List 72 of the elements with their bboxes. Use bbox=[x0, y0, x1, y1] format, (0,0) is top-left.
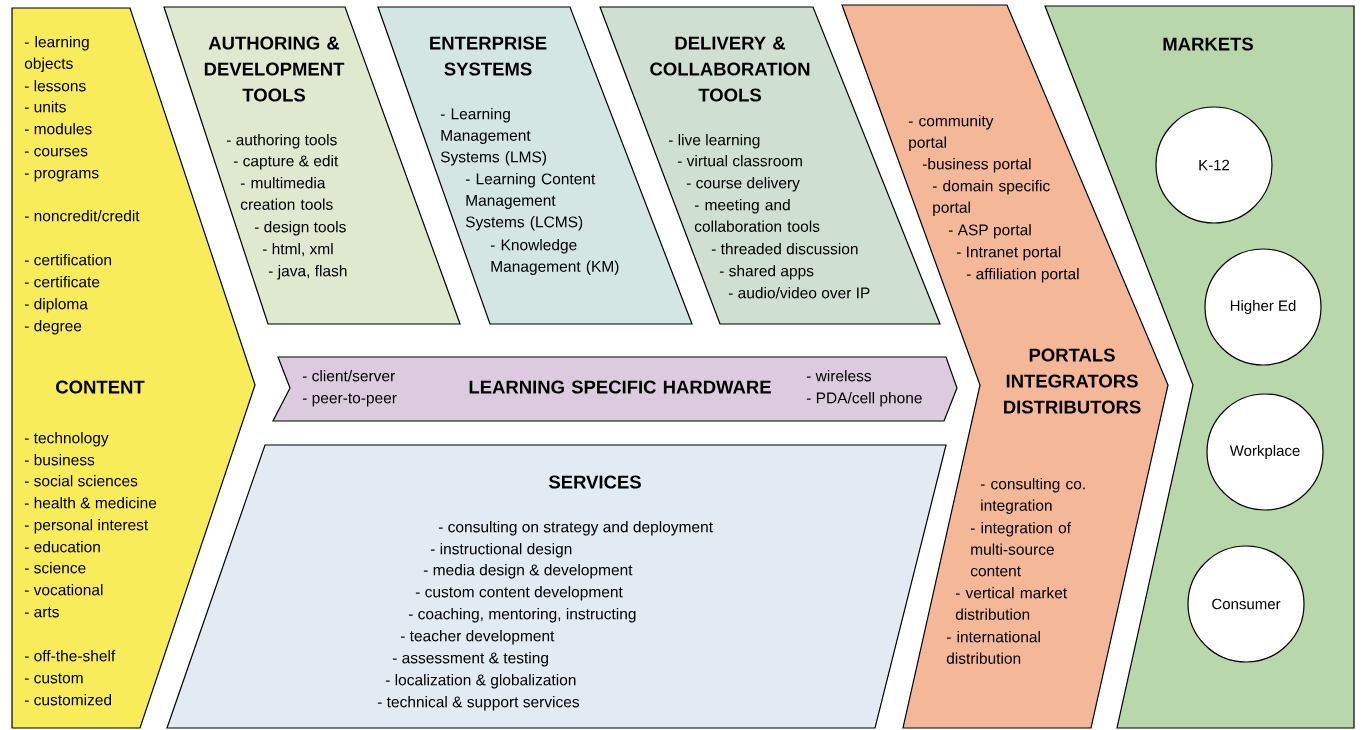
list-item: - teacher development bbox=[400, 630, 555, 645]
list-item: - lessons bbox=[24, 80, 86, 92]
list-item: - audio/video over IP bbox=[728, 287, 870, 299]
heading: DELIVERY & COLLABORATION TOOLS bbox=[650, 36, 810, 102]
list-item: - learning objects bbox=[24, 36, 89, 72]
list-item: -business portal bbox=[922, 158, 1031, 173]
heading: PORTALS INTEGRATORS DISTRIBUTORS bbox=[1004, 348, 1141, 414]
list-item: - wireless bbox=[806, 370, 872, 382]
list-item: - certificate bbox=[24, 276, 100, 288]
list-item: - authoring tools bbox=[226, 134, 337, 149]
list-item: - domain specific portal bbox=[932, 180, 1050, 216]
list-item: - media design & development bbox=[423, 564, 633, 579]
list-item: - Learning Content Management Systems (LCMS) bbox=[465, 173, 596, 231]
list-item: - education bbox=[24, 541, 100, 553]
list-item: - consulting co. integration bbox=[980, 478, 1085, 514]
list-item: - international distribution bbox=[946, 631, 1040, 664]
list-item: - java, flash bbox=[268, 265, 347, 280]
list-item: - consulting on strategy and deployment bbox=[438, 521, 713, 536]
list-item: - units bbox=[24, 101, 66, 113]
list-item: - community portal bbox=[908, 115, 994, 151]
list-item: - business bbox=[24, 454, 95, 466]
list-item: - vocational bbox=[24, 584, 103, 596]
list-item: - technology bbox=[24, 432, 109, 447]
list-item: - capture & edit bbox=[233, 155, 339, 170]
list-item: - live learning bbox=[668, 134, 760, 149]
heading: ENTERPRISE SYSTEMS bbox=[430, 36, 547, 76]
list-item: - degree bbox=[24, 320, 82, 335]
list-item: - assessment & testing bbox=[392, 652, 548, 667]
list-item: - ASP portal bbox=[948, 224, 1031, 239]
list-item: - client/server bbox=[302, 370, 395, 382]
heading: AUTHORING & DEVELOPMENT TOOLS bbox=[204, 36, 345, 102]
heading: MARKETS bbox=[1163, 37, 1253, 51]
list-item: - certification bbox=[24, 254, 112, 266]
list-item: - integration of multi-source content bbox=[970, 522, 1071, 577]
list-item: - virtual classroom bbox=[677, 155, 802, 167]
list-item: - social sciences bbox=[24, 475, 138, 487]
list-item: - shared apps bbox=[719, 265, 814, 280]
list-item: - instructional design bbox=[430, 543, 572, 558]
list-item: - html, xml bbox=[262, 243, 333, 257]
list-item: - PDA/cell phone bbox=[806, 392, 922, 407]
list-item: - localization & globalization bbox=[385, 674, 576, 689]
list-item: - Learning Management Systems (LMS) bbox=[440, 108, 547, 166]
list-item: - custom content development bbox=[415, 586, 623, 601]
list-item: - vertical market distribution bbox=[955, 587, 1067, 620]
list-item: - health & medicine bbox=[24, 497, 157, 509]
list-item: - arts bbox=[24, 607, 59, 618]
list-item: - course delivery bbox=[686, 177, 800, 192]
list-item: - multimedia creation tools bbox=[240, 177, 333, 210]
list-item: - diploma bbox=[24, 298, 88, 313]
heading: CONTENT bbox=[56, 380, 145, 394]
list-item: - courses bbox=[24, 147, 88, 157]
list-item: - custom bbox=[24, 673, 83, 684]
list-item: - customized bbox=[24, 694, 112, 706]
list-item: - noncredit/credit bbox=[24, 210, 140, 222]
list-item: - meeting and collaboration tools bbox=[694, 199, 820, 232]
list-item: - threaded discussion bbox=[711, 243, 858, 255]
list-item: - technical & support services bbox=[377, 696, 580, 711]
heading: SERVICES bbox=[548, 475, 641, 489]
list-item: - affiliation portal bbox=[966, 268, 1079, 283]
arrow-banner bbox=[272, 356, 958, 422]
list-item: - modules bbox=[24, 123, 92, 135]
list-item: - Intranet portal bbox=[956, 246, 1061, 261]
list-item: - design tools bbox=[254, 221, 346, 236]
list-item: - programs bbox=[24, 169, 99, 182]
parallelogram-panel bbox=[166, 444, 947, 729]
heading: LEARNING SPECIFIC HARDWARE bbox=[469, 380, 771, 394]
list-item: - science bbox=[24, 562, 86, 574]
list-item: - off-the-shelf bbox=[24, 650, 116, 662]
list-item: - personal interest bbox=[24, 519, 149, 534]
list-item: - Knowledge Management (KM) bbox=[490, 239, 619, 275]
list-item: - coaching, mentoring, instructing bbox=[408, 608, 636, 623]
list-item: - peer-to-peer bbox=[302, 393, 397, 407]
